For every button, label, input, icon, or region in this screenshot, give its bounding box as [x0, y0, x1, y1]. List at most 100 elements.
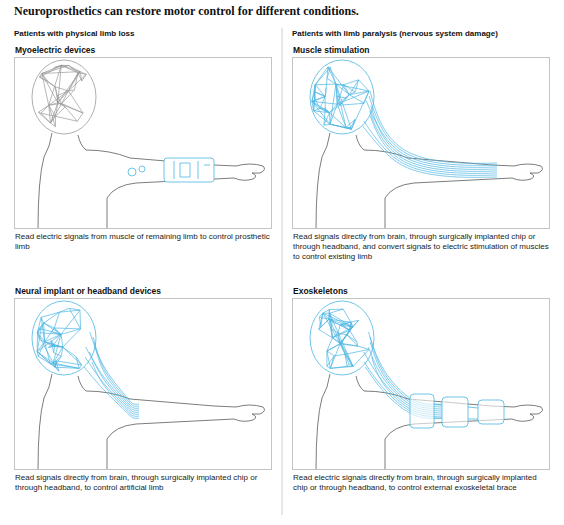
signal-strand — [364, 121, 497, 175]
signal-strand — [370, 116, 497, 173]
brain-network — [37, 323, 43, 332]
brain-network — [343, 309, 351, 322]
neck-line — [356, 135, 364, 150]
brain-network — [58, 65, 61, 102]
signal-strand — [84, 367, 139, 418]
brain-network — [37, 352, 55, 368]
brain-network — [329, 319, 353, 366]
hand-outline — [512, 164, 542, 180]
panel-heading: Muscle stimulation — [293, 45, 370, 55]
brain-network — [51, 103, 58, 123]
brain-network — [41, 312, 59, 317]
brain-network — [42, 72, 80, 74]
head-outline — [310, 301, 374, 375]
neck-line — [38, 374, 52, 470]
brain-network — [330, 344, 340, 369]
column-heading: Patients with physical limb loss — [14, 29, 134, 38]
head-outline — [32, 60, 96, 134]
arm-outline — [107, 178, 234, 229]
brain-network — [37, 333, 61, 335]
brain-network — [42, 65, 61, 73]
brain-network — [69, 308, 80, 310]
arm-outline — [385, 178, 512, 229]
brain-network — [55, 116, 77, 121]
brain-network — [330, 313, 353, 327]
brain-network — [314, 85, 315, 111]
title: Neuroprosthetics can restore motor contr… — [14, 4, 359, 19]
socket-detail — [174, 161, 210, 179]
brain-network — [330, 313, 354, 366]
brain-network — [41, 105, 49, 113]
brain-network — [61, 310, 80, 334]
brain-network — [330, 124, 351, 129]
signal-strand — [363, 126, 497, 177]
brace-rod — [434, 404, 478, 419]
brain-network — [68, 74, 86, 91]
brain-network — [315, 67, 328, 85]
brain-network — [49, 105, 51, 123]
brain-network — [79, 310, 81, 329]
figure — [310, 301, 542, 470]
brain-network — [325, 88, 326, 97]
brain-network — [58, 103, 83, 113]
brain-network — [330, 84, 336, 124]
neural-illustration — [14, 298, 272, 470]
brain-network — [340, 103, 364, 105]
brain-network — [53, 347, 63, 363]
brain-network — [50, 364, 79, 369]
brain-network — [315, 84, 336, 86]
column-heading: Patients with limb paralysis (nervous sy… — [292, 29, 498, 38]
brain-network — [327, 351, 330, 368]
brace-cuff — [442, 397, 468, 427]
brain-network — [49, 65, 62, 105]
brain-network — [312, 97, 325, 102]
brain-network — [314, 111, 330, 124]
brain-network — [351, 91, 369, 129]
neck-line — [316, 374, 330, 470]
brain-network — [51, 104, 62, 123]
brace-cuff — [478, 400, 504, 424]
brain-network — [37, 333, 53, 363]
brain-network — [44, 312, 60, 323]
figure — [32, 301, 264, 470]
brain-network — [37, 352, 53, 363]
brain-network — [323, 310, 329, 314]
neck-line — [356, 376, 364, 391]
brain-network — [319, 329, 333, 337]
brace-cuff — [410, 394, 434, 428]
head-outline — [310, 60, 374, 134]
brain-network — [42, 74, 58, 103]
brain-network — [328, 310, 329, 320]
brain-network — [43, 323, 45, 342]
brain-network — [53, 346, 55, 353]
head-outline — [32, 301, 96, 375]
brain-network — [336, 84, 346, 128]
signal-strand — [370, 111, 497, 171]
brain-network — [330, 309, 344, 313]
brain-network — [336, 84, 351, 129]
brain-network — [330, 104, 337, 124]
arm-outline — [107, 419, 234, 470]
brain-network — [330, 366, 353, 368]
brain-network — [330, 113, 347, 128]
brain-network — [315, 67, 330, 84]
brain-network — [39, 77, 55, 87]
brain-network — [336, 84, 369, 91]
brain-network — [323, 313, 353, 366]
brain-network — [316, 85, 325, 97]
brain-network — [323, 313, 330, 314]
brain-network — [49, 103, 58, 105]
brain-network — [319, 313, 323, 329]
neck-line — [78, 135, 86, 150]
neck-line — [38, 133, 52, 229]
signal-strand — [366, 101, 497, 167]
figure — [310, 60, 542, 229]
brain-network — [79, 365, 81, 368]
exoskeleton-illustration — [292, 298, 550, 470]
brain-network — [327, 343, 341, 351]
arm-outline — [364, 150, 514, 166]
brain-network — [54, 312, 59, 328]
